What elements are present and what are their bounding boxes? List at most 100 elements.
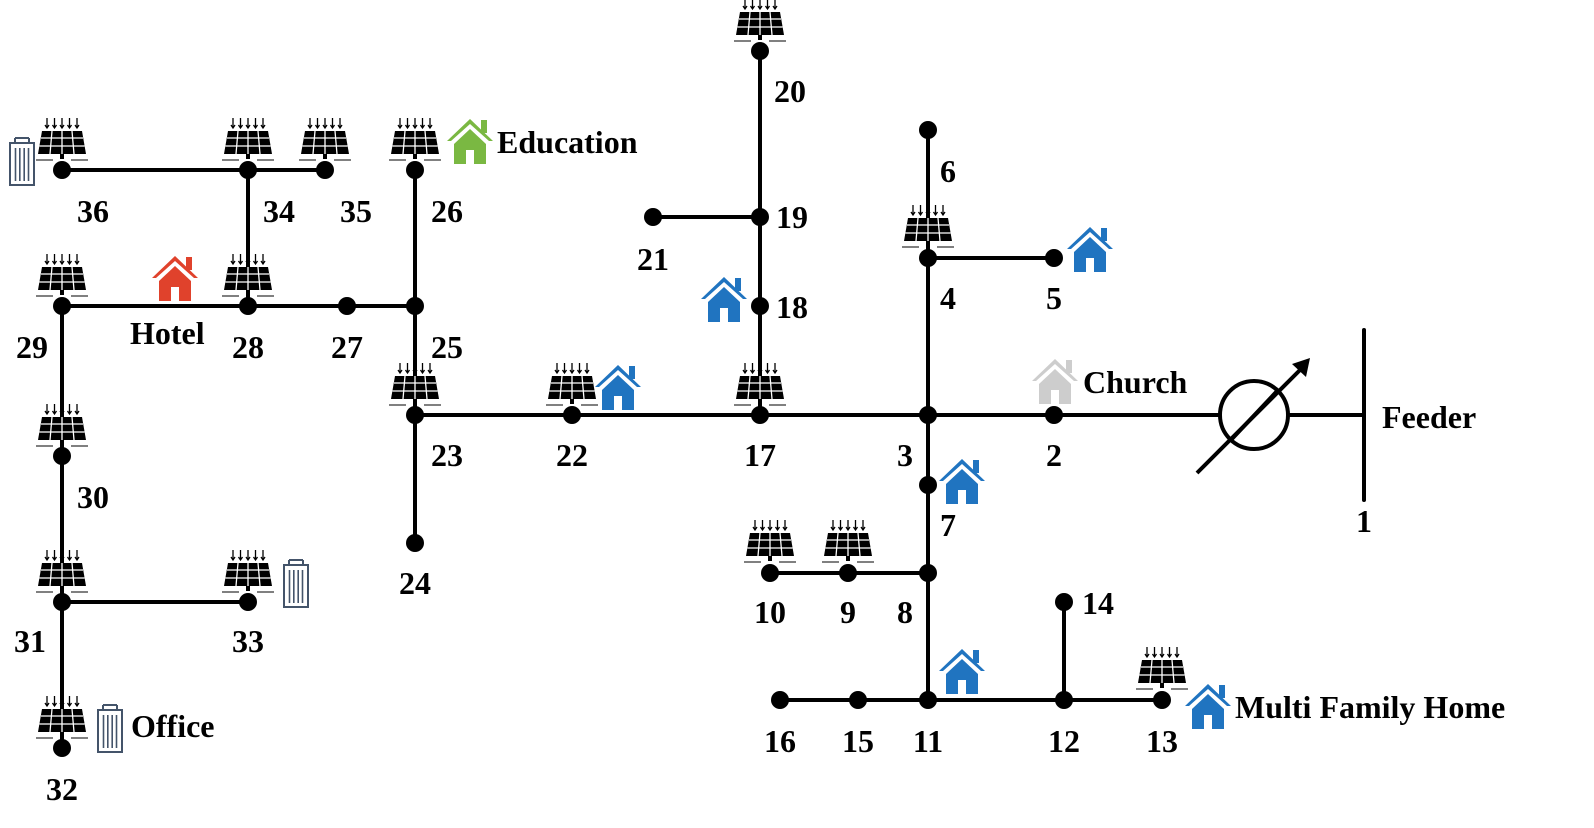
solar-panel-icon	[901, 204, 955, 248]
office-building-icon	[9, 137, 35, 186]
node-number: 8	[897, 594, 913, 630]
node-22	[563, 406, 581, 424]
house-icon	[1067, 227, 1113, 272]
node-number: 31	[14, 623, 46, 659]
node-number: 16	[764, 723, 796, 759]
load-labels: Feeder Church Education Hotel Office Mul…	[130, 124, 1505, 744]
node-numbers: 1 2 3 4 5 6 7 8 9 10 11 12 13 14 15 16 1…	[14, 73, 1372, 807]
node-number: 23	[431, 437, 463, 473]
node-number: 30	[77, 479, 109, 515]
feeder-label: Feeder	[1382, 399, 1476, 435]
education-label: Education	[497, 124, 638, 160]
node-34	[239, 161, 257, 179]
solar-panel-icon	[733, 362, 787, 406]
node-number: 9	[840, 594, 856, 630]
node-29	[53, 297, 71, 315]
node-number: 14	[1082, 585, 1114, 621]
office-building-icon	[283, 559, 309, 608]
pv-panels	[35, 0, 1189, 739]
node-8	[919, 564, 937, 582]
node-4	[919, 249, 937, 267]
transformer-icon	[1195, 358, 1310, 475]
node-26	[406, 161, 424, 179]
house-icon	[447, 119, 493, 164]
node-number: 2	[1046, 437, 1062, 473]
node-7	[919, 476, 937, 494]
node-25	[406, 297, 424, 315]
node-30	[53, 447, 71, 465]
node-number: 27	[331, 329, 363, 365]
office-buildings	[9, 137, 309, 753]
house-icon	[701, 277, 747, 322]
node-27	[338, 297, 356, 315]
node-14	[1055, 593, 1073, 611]
solar-panel-icon	[35, 253, 89, 297]
network-nodes	[53, 42, 1171, 757]
node-number: 1	[1356, 503, 1372, 539]
node-number: 4	[940, 280, 956, 316]
node-number: 13	[1146, 723, 1178, 759]
solar-panel-icon	[743, 519, 797, 563]
solar-panel-icon	[35, 695, 89, 739]
hotel-label: Hotel	[130, 315, 205, 351]
house-icon	[939, 649, 985, 694]
node-number: 33	[232, 623, 264, 659]
node-9	[839, 564, 857, 582]
node-17	[751, 406, 769, 424]
node-number: 18	[776, 289, 808, 325]
node-35	[316, 161, 334, 179]
node-number: 22	[556, 437, 588, 473]
node-number: 7	[940, 507, 956, 543]
node-number: 21	[637, 241, 669, 277]
office-label: Office	[131, 708, 215, 744]
node-number: 20	[774, 73, 806, 109]
solar-panel-icon	[221, 253, 275, 297]
solar-panel-icon	[1135, 646, 1189, 690]
node-13	[1153, 691, 1171, 709]
solar-panel-icon	[221, 549, 275, 593]
house-icon	[152, 256, 198, 301]
node-23	[406, 406, 424, 424]
node-number: 35	[340, 193, 372, 229]
solar-panel-icon	[821, 519, 875, 563]
house-icon	[939, 459, 985, 504]
solar-panel-icon	[388, 362, 442, 406]
node-18	[751, 297, 769, 315]
node-number: 24	[399, 565, 431, 601]
node-20	[751, 42, 769, 60]
node-10	[761, 564, 779, 582]
node-6	[919, 121, 937, 139]
load-houses	[152, 119, 1231, 729]
node-number: 17	[744, 437, 776, 473]
church-label: Church	[1083, 364, 1188, 400]
node-number: 15	[842, 723, 874, 759]
solar-panel-icon	[733, 0, 787, 42]
node-number: 5	[1046, 280, 1062, 316]
node-number: 25	[431, 329, 463, 365]
node-36	[53, 161, 71, 179]
solar-panel-icon	[35, 549, 89, 593]
node-33	[239, 593, 257, 611]
solar-panel-icon	[35, 403, 89, 447]
node-31	[53, 593, 71, 611]
node-5	[1045, 249, 1063, 267]
node-2	[1045, 406, 1063, 424]
node-3	[919, 406, 937, 424]
node-24	[406, 534, 424, 552]
node-19	[751, 208, 769, 226]
solar-panel-icon	[545, 362, 599, 406]
node-number: 34	[263, 193, 295, 229]
node-number: 3	[897, 437, 913, 473]
node-16	[771, 691, 789, 709]
house-icon	[595, 365, 641, 410]
node-number: 6	[940, 153, 956, 189]
node-number: 29	[16, 329, 48, 365]
solar-panel-icon	[298, 117, 352, 161]
node-number: 10	[754, 594, 786, 630]
node-12	[1055, 691, 1073, 709]
node-28	[239, 297, 257, 315]
solar-panel-icon	[388, 117, 442, 161]
node-number: 32	[46, 771, 78, 807]
node-number: 11	[913, 723, 943, 759]
